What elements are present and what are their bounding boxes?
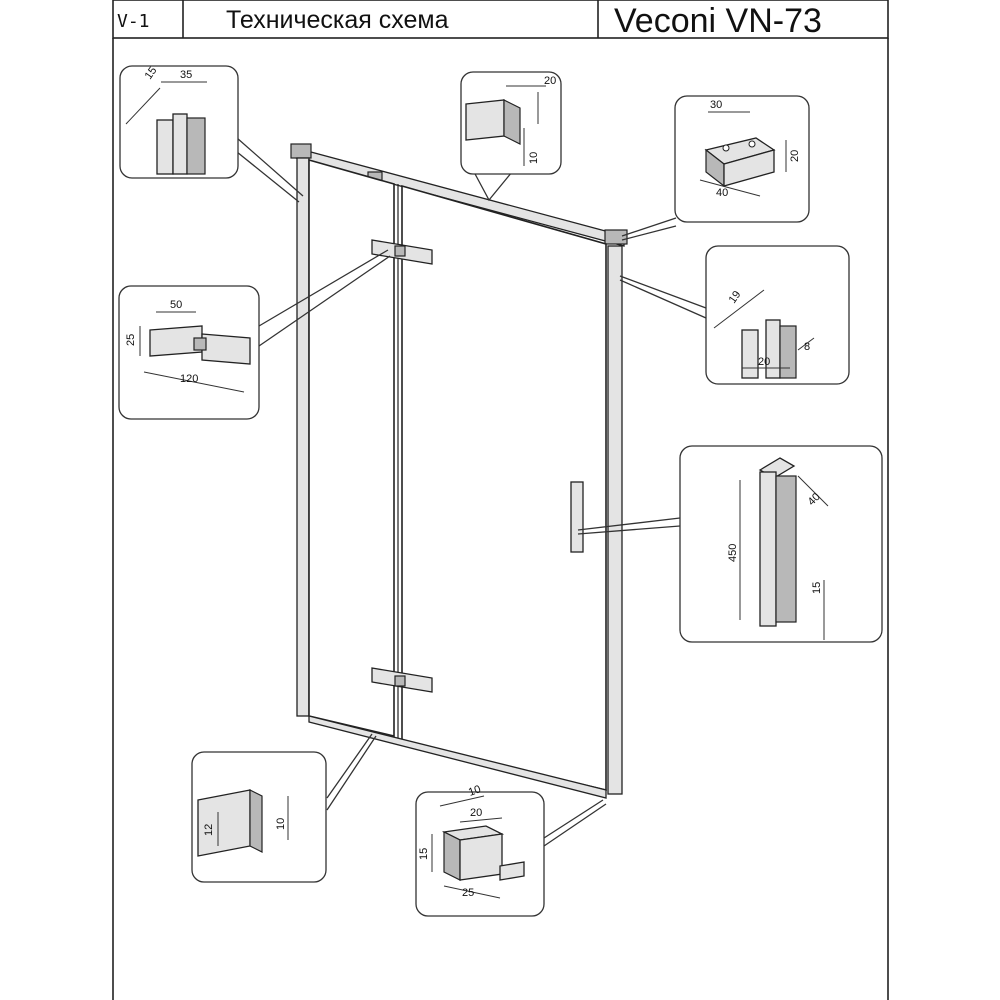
detail-hinge: 50 25 120	[118, 285, 260, 420]
leader-right-profile	[619, 279, 707, 319]
dimension-label: 40	[716, 187, 728, 199]
leader-bottom-profile	[326, 733, 373, 799]
dimension-line	[443, 885, 501, 899]
right-profile-part	[741, 329, 759, 379]
detail-floor-stop: 10 20 15 25	[415, 783, 545, 917]
dimension-line	[699, 179, 761, 197]
bottom-profile-part	[249, 789, 263, 853]
dimension-label: 20	[789, 150, 801, 162]
left-wall-profile	[296, 157, 310, 717]
dimension-line	[713, 289, 765, 329]
dimension-label: 120	[180, 373, 198, 385]
leader-handle	[577, 517, 681, 531]
dimension-label: 19	[727, 289, 744, 306]
title-block-frame	[112, 0, 889, 39]
dimension-line	[125, 87, 161, 125]
dimension-label: 25	[462, 887, 474, 899]
detail-handle: 450 40 15	[679, 445, 883, 643]
dimension-line	[459, 817, 503, 823]
fixed-glass-panel	[308, 158, 395, 738]
leader-left-profile	[236, 151, 300, 203]
dimension-label: 8	[804, 341, 810, 353]
hinge-part	[193, 337, 207, 351]
left-profile-part	[172, 113, 188, 175]
dimension-line	[143, 371, 245, 393]
dimension-label: 50	[170, 299, 182, 311]
dimension-label: 10	[467, 783, 483, 798]
upper-hinge-plate	[394, 245, 406, 257]
detail-right-profile: 19 20 8	[705, 245, 850, 385]
leader-top-profile	[473, 171, 513, 202]
dimension-label: 15	[418, 848, 430, 860]
floor-stop-base	[499, 861, 525, 881]
detail-bottom-profile: 12 10	[191, 751, 327, 883]
dimension-line	[439, 795, 485, 807]
left-profile-part	[156, 119, 174, 175]
leader-left-profile	[236, 137, 304, 197]
leader-floor-stop	[543, 799, 604, 839]
leader-lines	[236, 137, 707, 847]
dimension-label: 12	[203, 824, 215, 836]
dimension-label: 25	[125, 334, 137, 346]
title-block: V-1 Техническая схема Veconi VN-73	[112, 0, 889, 1000]
dimension-label: 15	[811, 582, 823, 594]
right-wall-profile	[607, 245, 623, 795]
detail-top-profile: 20 10	[460, 71, 562, 175]
leader-connector	[621, 217, 677, 237]
floor-stop-part	[443, 831, 461, 881]
floor-stop-part	[459, 833, 503, 881]
bottom-rail	[308, 715, 607, 799]
sheet-title: Техническая схема	[226, 6, 449, 34]
door-handle	[570, 481, 584, 553]
leader-bottom-profile	[326, 735, 377, 811]
connector-block-part	[723, 149, 775, 187]
model-name: Veconi VN-73	[614, 2, 822, 40]
left-profile-part	[186, 117, 206, 175]
top-left-connector	[290, 143, 312, 159]
detail-corner-connector: 30 20 40	[674, 95, 810, 223]
top-profile-part	[503, 99, 521, 145]
right-profile-part	[779, 325, 797, 379]
handle-part	[775, 475, 797, 623]
leader-handle	[577, 525, 681, 535]
sheet-code: V-1	[117, 11, 150, 32]
dimension-line	[797, 475, 829, 507]
dimension-label: 30	[710, 99, 722, 111]
leader-connector	[621, 225, 677, 241]
dimension-label: 20	[544, 75, 556, 87]
dimension-label: 10	[275, 818, 287, 830]
top-right-connector	[604, 229, 628, 245]
dimension-label: 35	[180, 69, 192, 81]
dimension-line	[797, 337, 815, 351]
shower-door	[290, 143, 628, 799]
leader-hinge	[258, 255, 391, 347]
handle-part	[759, 471, 777, 627]
screw-hole	[722, 144, 730, 152]
bottom-profile-part	[197, 789, 251, 857]
dimension-label: 20	[470, 807, 482, 819]
lower-hinge-plate	[394, 675, 406, 687]
screw-hole	[748, 140, 756, 148]
right-profile-part	[765, 319, 781, 379]
leader-hinge	[258, 249, 389, 327]
leader-floor-stop	[543, 803, 607, 847]
dimension-label: 10	[528, 152, 540, 164]
detail-left-profile: 15 35	[119, 65, 239, 179]
dimension-label: 15	[143, 65, 160, 82]
dimension-label: 20	[758, 356, 770, 368]
dimension-label: 450	[727, 544, 739, 562]
top-profile-part	[465, 99, 505, 141]
hinge-part	[201, 333, 251, 365]
leader-right-profile	[619, 275, 707, 309]
